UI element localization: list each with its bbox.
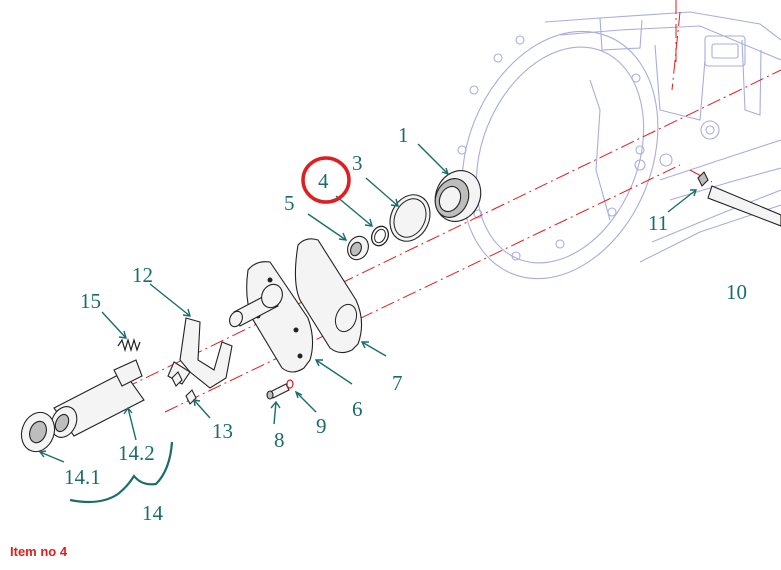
callout-6: 6 — [352, 397, 363, 421]
part-7-gasket — [294, 238, 363, 354]
part-11-rod — [697, 171, 781, 227]
part-1-bearing — [434, 170, 482, 222]
callout-13: 13 — [212, 419, 233, 443]
callout-7: 7 — [392, 371, 403, 395]
callout-14-1: 14.1 — [64, 465, 101, 489]
callout-11: 11 — [648, 211, 668, 235]
exploded-parts-diagram: 1 3 4 5 6 7 8 9 10 11 12 13 14 14.1 14.2… — [20, 0, 781, 525]
part-14-2-sleeve — [50, 359, 145, 438]
callout-8: 8 — [274, 428, 285, 452]
callout-12: 12 — [132, 263, 153, 287]
callout-5: 5 — [284, 191, 295, 215]
part-15-spring — [117, 337, 141, 353]
part-14-1-ring — [20, 411, 56, 453]
part-5-seal — [347, 235, 369, 261]
highlight-circle-item-4 — [301, 156, 351, 204]
callout-9: 9 — [316, 414, 327, 438]
part-6-cover — [229, 261, 314, 373]
part-4-ring — [370, 225, 390, 247]
callout-14-2: 14.2 — [118, 441, 155, 465]
callout-14: 14 — [142, 501, 164, 525]
callout-labels: 1 3 4 5 6 7 8 9 10 11 12 13 14 14.1 14.2… — [64, 123, 747, 525]
part-8-9-bolt-washer — [266, 379, 294, 400]
callout-3: 3 — [352, 151, 363, 175]
item-caption: Item no 4 — [10, 544, 68, 559]
callout-15: 15 — [80, 289, 101, 313]
callout-4: 4 — [318, 169, 329, 193]
leader-arrows — [38, 143, 697, 463]
callout-10: 10 — [726, 280, 747, 304]
bracket-14 — [69, 441, 174, 504]
part-3-circlip — [389, 194, 431, 242]
callout-1: 1 — [398, 123, 409, 147]
gearbox-housing — [457, 11, 781, 280]
